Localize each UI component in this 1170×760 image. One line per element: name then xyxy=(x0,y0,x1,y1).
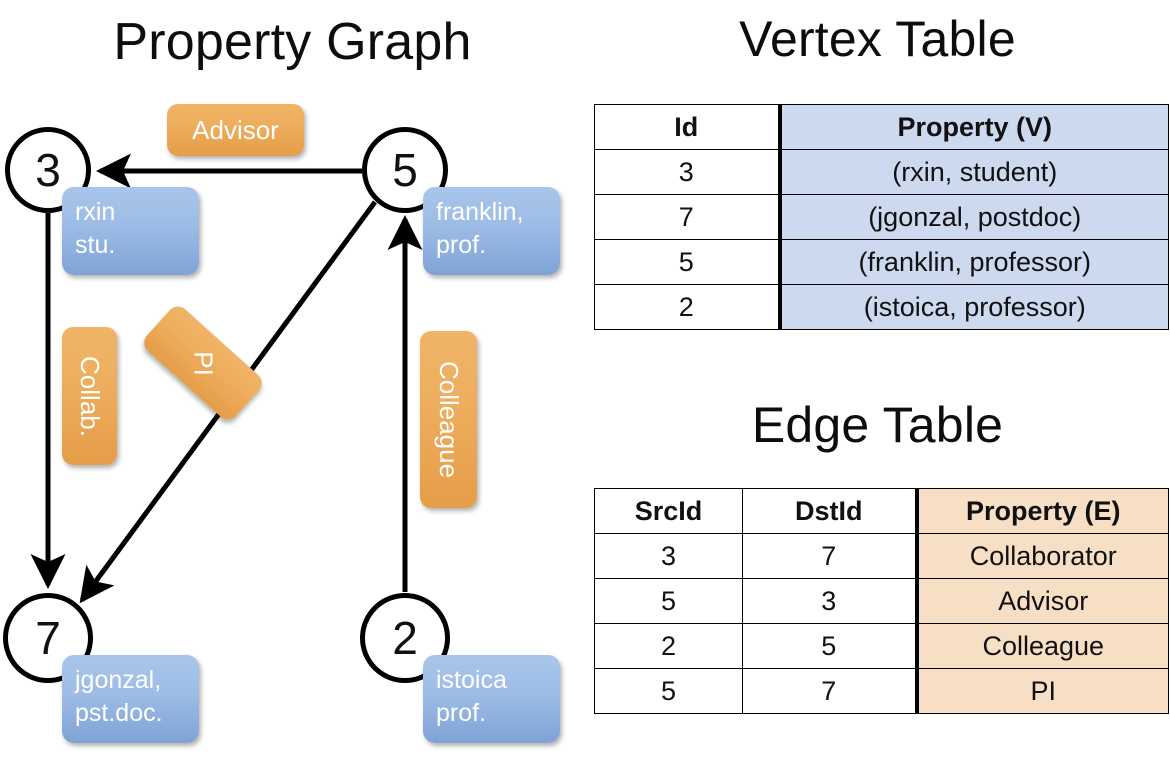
edge-table-header-row: SrcId DstId Property (E) xyxy=(594,488,1169,534)
edge-cell-dstid: 3 xyxy=(742,578,917,624)
vertex-label-rxin: rxin stu. xyxy=(62,187,199,275)
vertex-label-rxin-line1: rxin xyxy=(75,198,116,226)
edge-cell-property: Colleague xyxy=(914,623,1169,669)
edge-label-pi-text: PI xyxy=(188,350,219,376)
vertex-table-header-property: Property (V) xyxy=(777,104,1169,150)
graph-node-3-id: 3 xyxy=(35,144,61,196)
edge-label-collab: Collab. xyxy=(62,327,117,465)
edge-label-colleague: Colleague xyxy=(420,331,477,508)
vertex-label-jgonzal-line1: jgonzal, xyxy=(75,666,162,694)
page-title-vertex-table: Vertex Table xyxy=(739,11,1016,67)
vertex-table-header-id: Id xyxy=(594,104,780,150)
vertex-table-header-row: Id Property (V) xyxy=(594,104,1169,150)
graph-node-2[interactable]: 2 xyxy=(360,593,450,683)
edge-cell-srcid: 5 xyxy=(594,668,743,714)
vertex-cell-id: 2 xyxy=(594,284,780,330)
edge-cell-property: Advisor xyxy=(914,578,1169,624)
vertex-label-jgonzal-line2: pst.doc. xyxy=(75,699,163,727)
edge-table-header-dstid: DstId xyxy=(742,488,917,534)
edge-label-colleague-text: Colleague xyxy=(434,360,464,479)
edge-cell-property: Collaborator xyxy=(914,533,1169,579)
property-graph-diagram: 3 5 7 2 rxin stu. franklin, prof. jgonza… xyxy=(3,104,560,743)
vertex-table: Id Property (V) 3 (rxin, student) 7 (jgo… xyxy=(594,104,1169,330)
vertex-label-jgonzal: jgonzal, pst.doc. xyxy=(62,655,199,743)
graph-node-2-id: 2 xyxy=(392,612,418,664)
edge-table-header-srcid: SrcId xyxy=(594,488,743,534)
edge-cell-dstid: 5 xyxy=(742,623,917,669)
edge-cell-srcid: 2 xyxy=(594,623,743,669)
page-title-property-graph: Property Graph xyxy=(113,13,472,71)
vertex-label-franklin: franklin, prof. xyxy=(423,187,560,275)
edge-cell-dstid: 7 xyxy=(742,668,917,714)
table-row: 5 (franklin, professor) xyxy=(594,239,1169,285)
table-row: 5 3 Advisor xyxy=(594,578,1169,624)
vertex-cell-property: (franklin, professor) xyxy=(777,239,1169,285)
edge-table: SrcId DstId Property (E) 3 7 Collaborato… xyxy=(594,488,1169,714)
table-row: 2 (istoica, professor) xyxy=(594,284,1169,330)
vertex-cell-id: 3 xyxy=(594,149,780,195)
vertex-label-franklin-line1: franklin, xyxy=(436,198,524,226)
edge-table-header-property: Property (E) xyxy=(914,488,1169,534)
vertex-label-istoica: istoica prof. xyxy=(423,655,560,743)
page-title-edge-table: Edge Table xyxy=(751,397,1004,453)
table-row: 7 (jgonzal, postdoc) xyxy=(594,194,1169,240)
edge-label-collab-text: Collab. xyxy=(75,355,105,437)
table-row: 5 7 PI xyxy=(594,668,1169,714)
vertex-cell-id: 5 xyxy=(594,239,780,285)
graph-node-5[interactable]: 5 xyxy=(362,127,448,213)
vertex-cell-property: (istoica, professor) xyxy=(777,284,1169,330)
vertex-label-franklin-line2: prof. xyxy=(436,231,487,259)
vertex-label-istoica-line2: prof. xyxy=(436,699,487,727)
vertex-cell-property: (jgonzal, postdoc) xyxy=(777,194,1169,240)
graph-node-5-id: 5 xyxy=(392,144,418,196)
edge-label-advisor: Advisor xyxy=(167,104,304,156)
edge-label-advisor-text: Advisor xyxy=(192,114,279,145)
vertex-cell-property: (rxin, student) xyxy=(777,149,1169,195)
edge-cell-srcid: 3 xyxy=(594,533,743,579)
edge-cell-srcid: 5 xyxy=(594,578,743,624)
table-row: 3 (rxin, student) xyxy=(594,149,1169,195)
vertex-label-istoica-line1: istoica xyxy=(436,666,507,694)
graph-node-7-id: 7 xyxy=(35,612,61,664)
table-row: 2 5 Colleague xyxy=(594,623,1169,669)
vertex-cell-id: 7 xyxy=(594,194,780,240)
edge-cell-property: PI xyxy=(914,668,1169,714)
table-row: 3 7 Collaborator xyxy=(594,533,1169,579)
vertex-label-rxin-line2: stu. xyxy=(75,231,116,259)
edge-cell-dstid: 7 xyxy=(742,533,917,579)
